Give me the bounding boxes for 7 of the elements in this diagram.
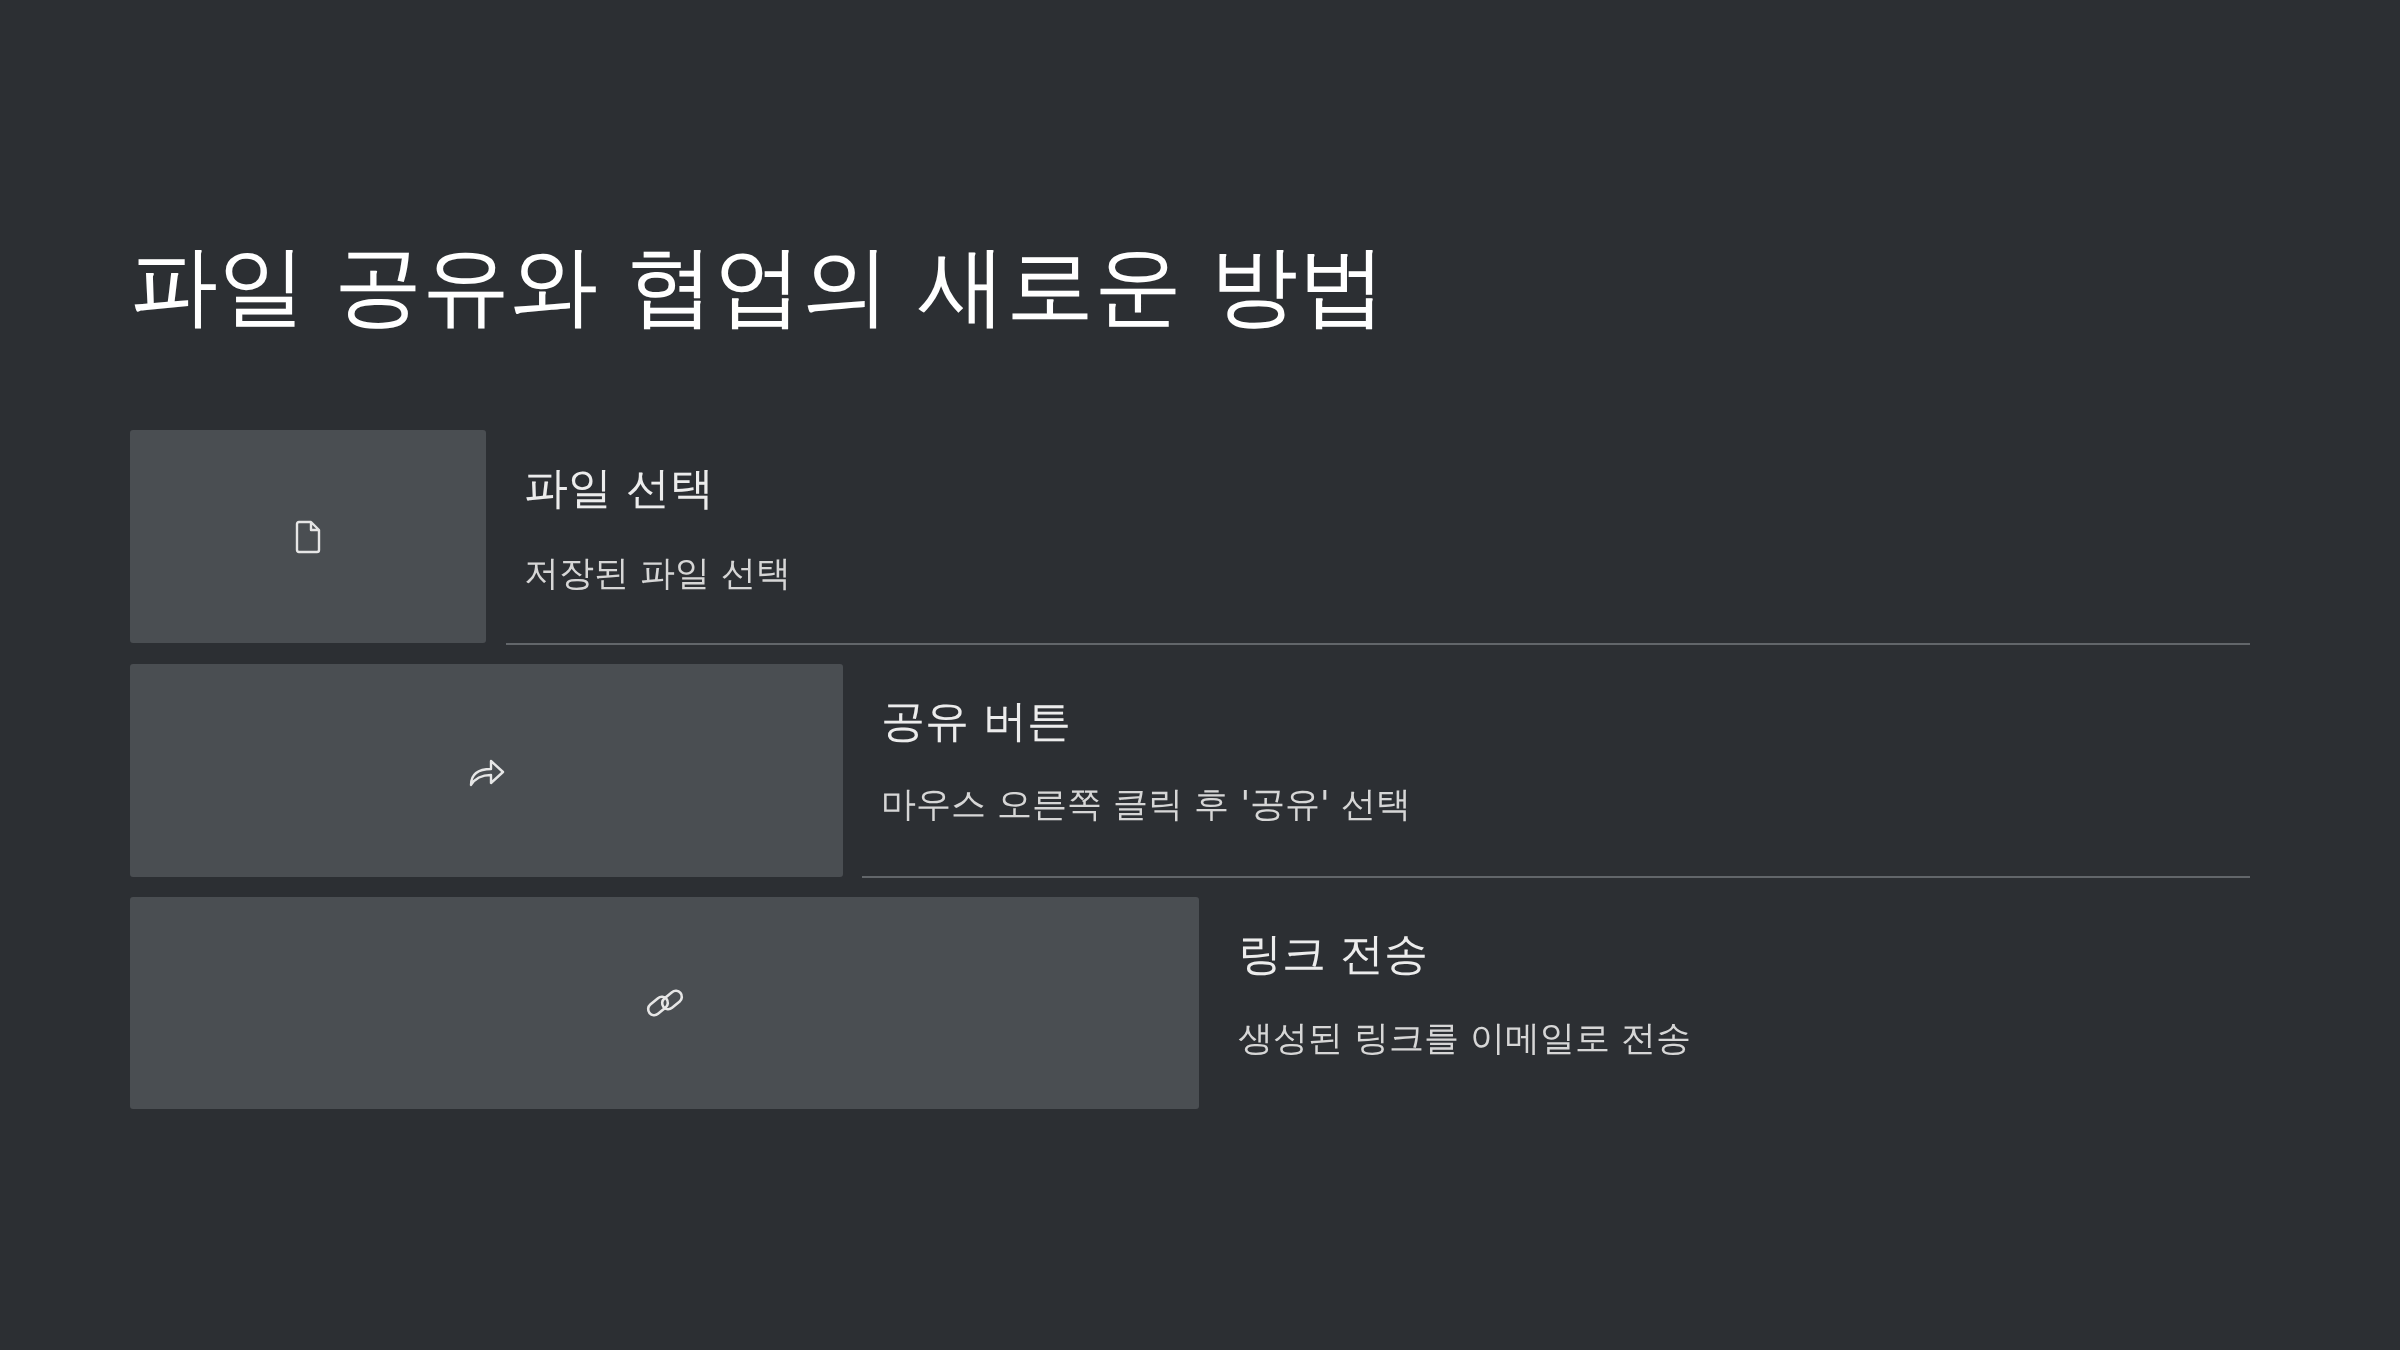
step-heading: 링크 전송 <box>1238 928 1428 981</box>
step-heading: 공유 버튼 <box>881 695 1071 748</box>
step-heading: 파일 선택 <box>524 462 714 515</box>
title: 파일 공유와 협업의 새로운 방법 <box>130 235 1386 337</box>
step-description: 생성된 링크를 이메일로 전송 <box>1238 1017 1692 1059</box>
step-description: 마우스 오른쪽 클릭 후 '공유' 선택 <box>881 783 1411 825</box>
step-description: 저장된 파일 선택 <box>524 552 792 594</box>
